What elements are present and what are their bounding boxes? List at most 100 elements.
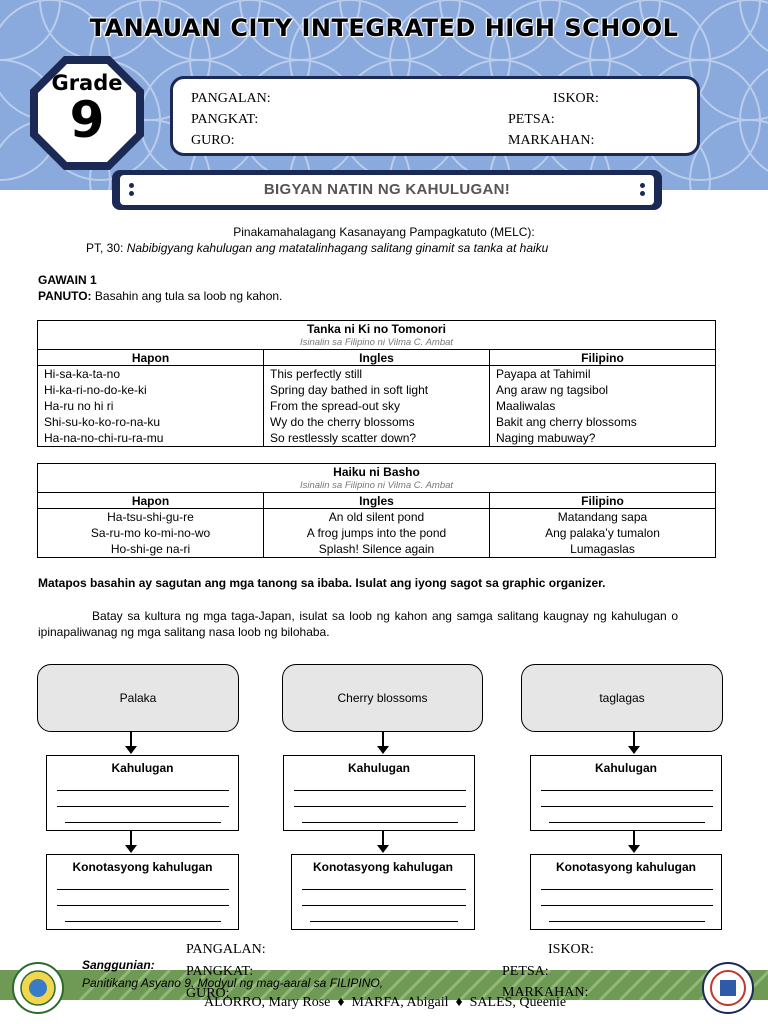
meaning-label: Kahulugan — [595, 761, 657, 775]
bullet-icon — [640, 183, 645, 188]
meaning-box-taglagas: Kahulugan — [530, 755, 722, 831]
answer-line[interactable] — [549, 822, 705, 823]
petsa-label: PETSA: — [508, 112, 555, 127]
arrow-down-icon — [628, 831, 640, 853]
answer-line[interactable] — [549, 921, 705, 922]
tanka-translator: Isinalin sa Filipino ni Vilma C. Ambat — [299, 337, 454, 348]
poem-line: Ang palaka’y tumalon — [545, 526, 660, 540]
student-info-box: PANGALAN: ISKOR: PANGKAT: PETSA: GURO: M… — [170, 76, 700, 156]
word-box-palaka: Palaka — [37, 664, 239, 732]
tanka-hapon-cell: Hi-sa-ka-ta-no Hi-ka-ri-no-do-ke-ki Ha-r… — [37, 365, 264, 447]
answer-line[interactable] — [57, 905, 229, 906]
arrow-down-icon — [628, 732, 640, 754]
footer-guro: GURO: — [186, 986, 230, 1001]
poem-line: Ha-na-no-chi-ru-ra-mu — [44, 431, 164, 445]
school-name: TANAUAN CITY INTEGRATED HIGH SCHOOL — [89, 14, 679, 42]
connotation-label: Konotasyong kahulugan — [555, 860, 696, 874]
organizer-instruction: Batay sa kultura ng mga taga-Japan, isul… — [38, 609, 678, 639]
connotation-box-taglagas: Konotasyong kahulugan — [530, 854, 722, 930]
grade-label: Grade — [51, 71, 123, 95]
column-header: Hapon — [37, 492, 264, 509]
word-box-cherry-blossoms: Cherry blossoms — [282, 664, 483, 732]
footer-petsa: PETSA: — [502, 964, 549, 979]
poem-line: Shi-su-ko-ko-ro-na-ku — [44, 415, 161, 429]
poem-line: From the spread-out sky — [270, 399, 401, 413]
column-header: Filipino — [489, 492, 716, 509]
poem-line: Ha-ru no hi ri — [44, 399, 114, 413]
meaning-box-palaka: Kahulugan — [46, 755, 239, 831]
answer-line[interactable] — [302, 889, 466, 890]
bullet-icon — [129, 191, 134, 196]
deped-seal-icon — [702, 962, 754, 1014]
questions-instruction: Matapos basahin ay sagutan ang mga tanon… — [38, 576, 606, 590]
poem-line: Naging mabuway? — [496, 431, 596, 445]
haiku-table: Haiku ni Basho Isinalin sa Filipino ni V… — [37, 463, 716, 558]
poem-line: Bakit ang cherry blossoms — [496, 415, 637, 429]
poem-line: Maaliwalas — [496, 399, 556, 413]
column-header: Filipino — [489, 349, 716, 366]
connotation-box-cherry-blossoms: Konotasyong kahulugan — [291, 854, 475, 930]
tanka-filipino-cell: Payapa at Tahimil Ang araw ng tagsibol M… — [489, 365, 716, 447]
haiku-title: Haiku ni Basho — [333, 465, 420, 479]
poem-line: Matandang sapa — [557, 510, 648, 524]
poem-line: Spring day bathed in soft light — [270, 383, 429, 397]
school-seal-icon — [12, 962, 64, 1014]
answer-line[interactable] — [57, 889, 229, 890]
answer-line[interactable] — [65, 822, 221, 823]
melc-competency: PT, 30: Nabibigyang kahulugan ang matata… — [86, 240, 548, 256]
meaning-label: Kahulugan — [111, 761, 174, 775]
arrow-down-icon — [377, 732, 389, 754]
melc-code: PT, 30: — [86, 241, 124, 255]
answer-line[interactable] — [57, 790, 229, 791]
footer-authors: ALORRO, Mary Rose ♦ MARFA, Abigail ♦ SAL… — [204, 995, 567, 1010]
poem-line: An old silent pond — [328, 510, 425, 524]
poem-line: A frog jumps into the pond — [306, 526, 447, 540]
answer-line[interactable] — [302, 822, 458, 823]
answer-line[interactable] — [541, 889, 713, 890]
guro-label: GURO: — [191, 133, 235, 148]
poem-line: Hi-ka-ri-no-do-ke-ki — [44, 383, 147, 397]
tanka-ingles-cell: This perfectly still Spring day bathed i… — [263, 365, 490, 447]
section-banner: BIGYAN NATIN NG KAHULUGAN! — [112, 170, 662, 210]
answer-line[interactable] — [541, 790, 713, 791]
poem-line: So restlessly scatter down? — [270, 431, 417, 445]
answer-line[interactable] — [65, 921, 221, 922]
banner-title: BIGYAN NATIN NG KAHULUGAN! — [263, 181, 511, 198]
footer-band — [0, 970, 768, 1000]
poem-line: Payapa at Tahimil — [496, 367, 591, 381]
tanka-title-cell: Tanka ni Ki no Tomonori Isinalin sa Fili… — [37, 320, 716, 350]
poem-line: Splash! Silence again — [318, 542, 435, 556]
meaning-label: Kahulugan — [348, 761, 410, 775]
answer-line[interactable] — [541, 905, 713, 906]
answer-line[interactable] — [310, 921, 458, 922]
markahan-label: MARKAHAN: — [508, 133, 595, 148]
melc-description: Nabibigyang kahulugan ang matatalinhagan… — [126, 241, 549, 255]
meaning-box-cherry-blossoms: Kahulugan — [283, 755, 475, 831]
poem-line: Ho-shi-ge na-ri — [110, 542, 191, 556]
sanggunian-module: Panitikang Asyano 9, Modyul ng mag-aaral… — [82, 976, 384, 990]
footer-pangkat: PANGKAT: — [186, 964, 254, 979]
iskor-label: ISKOR: — [553, 91, 599, 106]
haiku-hapon-cell: Ha-tsu-shi-gu-re Sa-ru-mo ko-mi-no-wo Ho… — [37, 508, 264, 558]
answer-line[interactable] — [541, 806, 713, 807]
poem-line: Ha-tsu-shi-gu-re — [107, 510, 194, 524]
answer-line[interactable] — [302, 905, 466, 906]
column-header: Hapon — [37, 349, 264, 366]
poem-line: Hi-sa-ka-ta-no — [44, 367, 121, 381]
poem-line: Ang araw ng tagsibol — [496, 383, 609, 397]
column-header: Ingles — [263, 349, 490, 366]
panuto-text: Basahin ang tula sa loob ng kahon. — [94, 289, 283, 303]
arrow-down-icon — [125, 831, 137, 853]
tanka-table: Tanka ni Ki no Tomonori Isinalin sa Fili… — [37, 320, 716, 447]
grade-badge: Grade 9 — [28, 54, 146, 172]
connotation-label: Konotasyong kahulugan — [312, 860, 453, 874]
answer-line[interactable] — [294, 790, 466, 791]
poem-line: Sa-ru-mo ko-mi-no-wo — [90, 526, 211, 540]
poem-line: Lumagaslas — [570, 542, 635, 556]
haiku-title-cell: Haiku ni Basho Isinalin sa Filipino ni V… — [37, 463, 716, 493]
footer-markahan: MARKAHAN: — [502, 985, 589, 1000]
panuto: PANUTO: Basahin ang tula sa loob ng kaho… — [38, 288, 282, 304]
answer-line[interactable] — [294, 806, 466, 807]
answer-line[interactable] — [57, 806, 229, 807]
melc-title: Pinakamahalagang Kasanayang Pampagkatuto… — [233, 225, 535, 239]
